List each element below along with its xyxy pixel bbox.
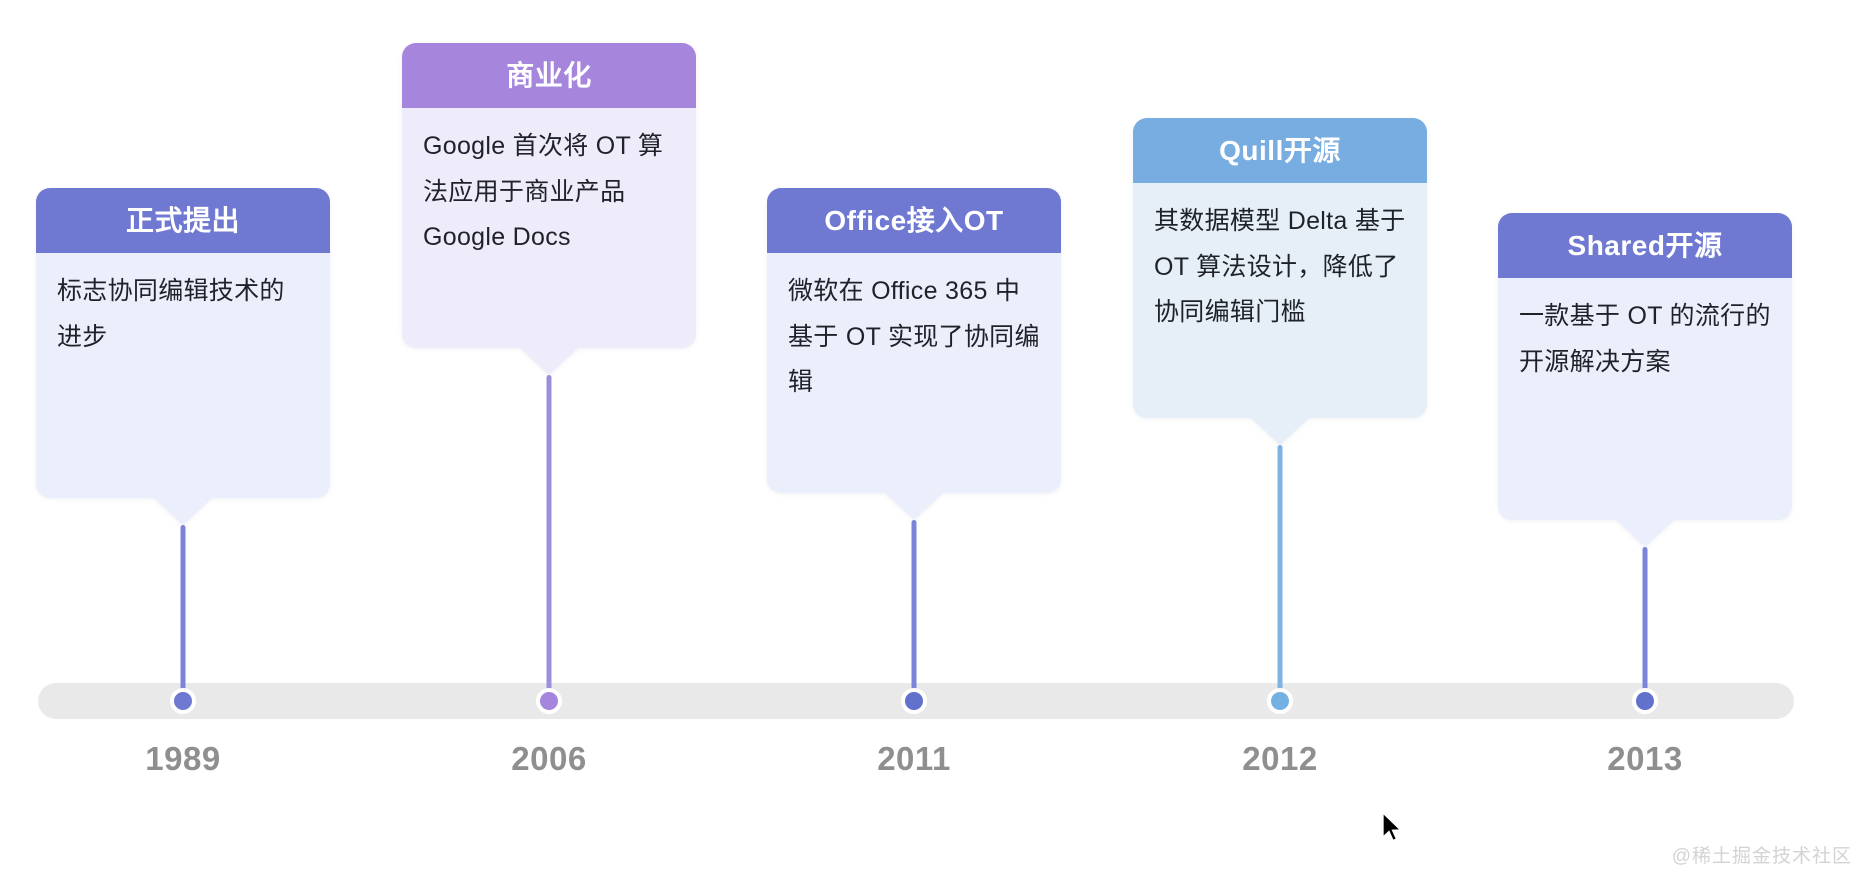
event-card-description: 标志协同编辑技术的进步 <box>57 277 285 351</box>
watermark-text: @稀土掘金技术社区 <box>1671 846 1852 867</box>
timeline-year-label: 2013 <box>1607 740 1683 777</box>
timeline-dot[interactable] <box>1632 688 1658 714</box>
timeline-year-label: 2012 <box>1242 740 1318 777</box>
event-card[interactable]: Quill开源其数据模型 Delta 基于 OT 算法设计，降低了协同编辑门槛 <box>1133 118 1427 445</box>
timeline-dot[interactable] <box>536 688 562 714</box>
event-card-tail-icon <box>885 493 943 520</box>
event-connector-line <box>911 520 917 695</box>
event-card[interactable]: 商业化 Google 首次将 OT 算法应用于商业产品 Google Docs <box>402 43 696 375</box>
event-card-inner: 商业化 Google 首次将 OT 算法应用于商业产品 Google Docs <box>402 43 696 348</box>
event-card[interactable]: Shared开源一款基于 OT 的流行的开源解决方案 <box>1498 213 1792 547</box>
event-card-description: 其数据模型 Delta 基于 OT 算法设计，降低了协同编辑门槛 <box>1154 207 1406 326</box>
event-card-title: Office接入OT <box>767 188 1061 253</box>
event-connector-line <box>180 525 186 695</box>
timeline-year-label: 2011 <box>877 740 951 777</box>
event-card[interactable]: 正式提出标志协同编辑技术的进步 <box>36 188 330 525</box>
event-card-title: 正式提出 <box>36 188 330 253</box>
event-card-inner: Shared开源一款基于 OT 的流行的开源解决方案 <box>1498 213 1792 520</box>
event-card-description: 一款基于 OT 的流行的开源解决方案 <box>1519 302 1771 376</box>
event-card-title: Shared开源 <box>1498 213 1792 278</box>
event-card-description: 微软在 Office 365 中基于 OT 实现了协同编辑 <box>788 277 1040 396</box>
timeline-year-label: 1989 <box>145 740 221 777</box>
event-card-tail-icon <box>154 498 212 525</box>
event-connector-line <box>1277 445 1283 695</box>
event-connector-line <box>546 375 552 695</box>
event-card-inner: Quill开源其数据模型 Delta 基于 OT 算法设计，降低了协同编辑门槛 <box>1133 118 1427 418</box>
event-card-inner: 正式提出标志协同编辑技术的进步 <box>36 188 330 498</box>
mouse-cursor-icon <box>1382 811 1404 844</box>
timeline-dot[interactable] <box>901 688 927 714</box>
timeline-year-label: 2006 <box>511 740 587 777</box>
timeline-dot[interactable] <box>170 688 196 714</box>
timeline-dot[interactable] <box>1267 688 1293 714</box>
event-card[interactable]: Office接入OT 微软在 Office 365 中基于 OT 实现了协同编辑 <box>767 188 1061 520</box>
event-card-inner: Office接入OT 微软在 Office 365 中基于 OT 实现了协同编辑 <box>767 188 1061 493</box>
event-connector-line <box>1642 547 1648 695</box>
event-card-tail-icon <box>1251 418 1309 445</box>
event-card-title: 商业化 <box>402 43 696 108</box>
event-card-tail-icon <box>520 348 578 375</box>
event-card-title: Quill开源 <box>1133 118 1427 183</box>
event-card-description: Google 首次将 OT 算法应用于商业产品 Google Docs <box>423 132 664 251</box>
event-card-tail-icon <box>1616 520 1674 547</box>
